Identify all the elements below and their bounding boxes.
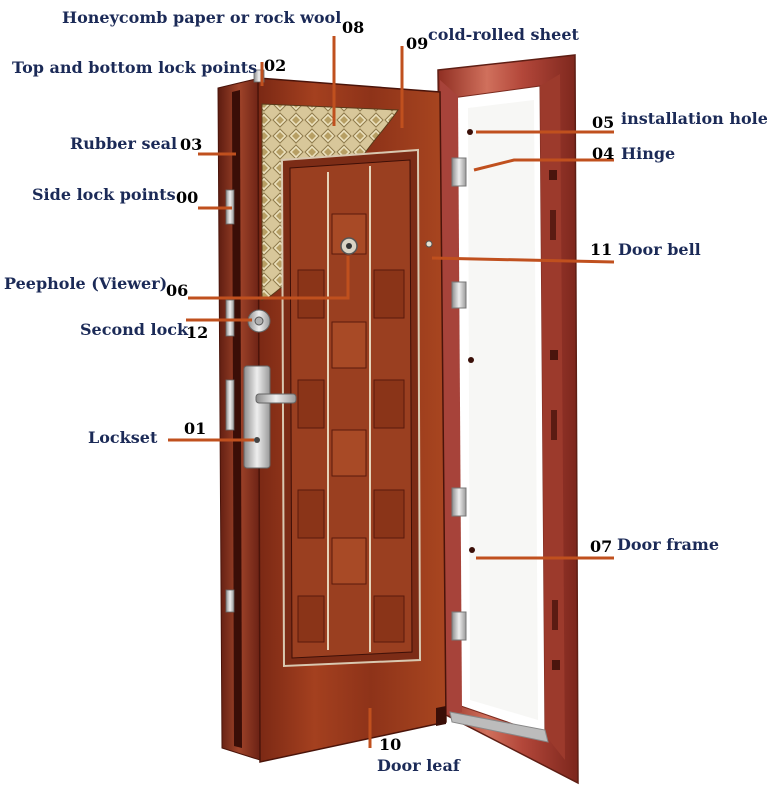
number-hinge: 04 bbox=[592, 144, 615, 163]
number-peephole: 06 bbox=[166, 281, 189, 300]
label-hinge: Hinge bbox=[621, 144, 676, 163]
label-cold-rolled: cold-rolled sheet bbox=[428, 25, 579, 44]
number-rubber-seal: 03 bbox=[180, 135, 203, 154]
number-top-bottom-lock: 02 bbox=[264, 56, 287, 75]
number-second-lock: 12 bbox=[186, 323, 209, 342]
number-door-bell: 11 bbox=[590, 240, 613, 259]
label-door-frame: Door frame bbox=[617, 535, 720, 554]
label-top-bottom-lock: Top and bottom lock points bbox=[12, 58, 258, 77]
door-frame-art bbox=[437, 54, 579, 785]
number-cold-rolled: 09 bbox=[406, 34, 429, 53]
leader-door-bell bbox=[431, 256, 615, 264]
label-door-bell: Door bell bbox=[618, 240, 701, 259]
label-rubber-seal: Rubber seal bbox=[70, 134, 178, 153]
number-lockset: 01 bbox=[184, 419, 207, 438]
label-second-lock: Second lock bbox=[80, 320, 189, 339]
number-side-lock: 00 bbox=[176, 188, 199, 207]
label-door-leaf: Door leaf bbox=[377, 756, 460, 775]
label-side-lock: Side lock points bbox=[32, 185, 176, 204]
leader-lines bbox=[168, 36, 615, 748]
label-honeycomb: Honeycomb paper or rock wool bbox=[62, 8, 342, 27]
leader-hinge bbox=[473, 158, 614, 172]
label-peephole: Peephole (Viewer) bbox=[4, 274, 168, 293]
number-door-leaf: 10 bbox=[379, 735, 402, 754]
label-lockset: Lockset bbox=[88, 428, 158, 447]
leader-peephole bbox=[188, 256, 350, 300]
label-installation-hole: installation hole bbox=[621, 109, 767, 128]
number-installation-hole: 05 bbox=[592, 113, 615, 132]
number-door-frame: 07 bbox=[590, 537, 613, 556]
door-leaf-art bbox=[217, 69, 447, 763]
number-honeycomb: 08 bbox=[342, 18, 365, 37]
